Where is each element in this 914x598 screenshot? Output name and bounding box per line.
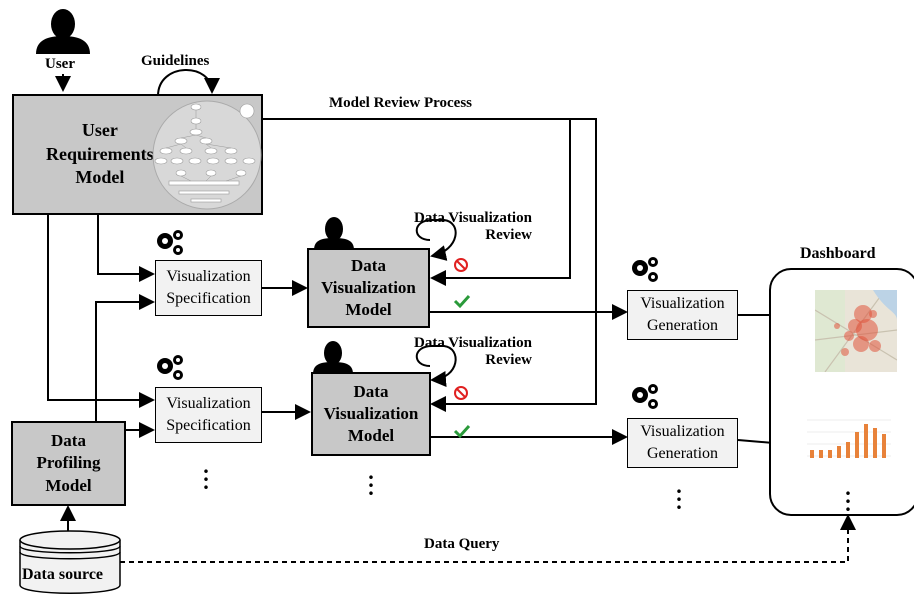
review-loop-2: [415, 345, 457, 387]
guidelines-loop: [157, 69, 220, 97]
gears-icon: [632, 384, 658, 409]
more-dots-specification: ...: [203, 453, 209, 494]
user-label: User: [45, 56, 75, 72]
model-review-label: Model Review Process: [329, 95, 473, 111]
data-source-cylinder: [19, 530, 121, 594]
gears-icon: [157, 230, 183, 255]
visualization-generation-1: Visualization Generation: [627, 290, 738, 340]
bar-chart-thumbnail: [807, 419, 891, 458]
dv-review-label-1: Data Visualization Review: [414, 210, 532, 244]
model-review-line: [262, 118, 571, 286]
user-requirements-model: User Requirements Model: [12, 94, 263, 215]
dpm-to-vs1-arrow: [95, 294, 155, 422]
dashboard-label: Dashboard: [800, 245, 876, 262]
urm-to-vs2-arrow: [47, 214, 155, 408]
dashboard-more-dots: ...: [845, 475, 851, 516]
data-visualization-model-1: Data Visualization Model: [307, 248, 430, 328]
more-dots-generation: ...: [676, 473, 682, 514]
reject-icon: [454, 258, 468, 272]
data-profiling-model: Data Profiling Model: [11, 421, 126, 506]
gears-icon: [157, 355, 183, 380]
check-icon: [453, 424, 471, 439]
dv-review-label-2: Data Visualization Review: [414, 335, 532, 369]
map-thumbnail: [815, 290, 897, 372]
dashboard-panel: ...: [769, 268, 914, 516]
urm-to-vs1-arrow: [97, 214, 155, 282]
data-query-line: [120, 514, 856, 563]
reject-icon: [454, 386, 468, 400]
model-review-line-2: [430, 118, 597, 412]
data-source-label: Data source: [22, 566, 104, 583]
data-query-label: Data Query: [424, 536, 500, 552]
gears-icon: [632, 257, 658, 282]
visualization-generation-2: Visualization Generation: [627, 418, 738, 468]
more-dots-model: ...: [368, 459, 374, 500]
reviewer-silhouette-icon-2: [313, 341, 353, 374]
check-icon: [453, 294, 471, 309]
review-loop-1: [415, 219, 457, 261]
visualization-specification-1: Visualization Specification: [155, 260, 262, 316]
user-silhouette-icon: [36, 9, 90, 54]
guidelines-label: Guidelines: [141, 53, 210, 69]
visualization-specification-2: Visualization Specification: [155, 387, 262, 443]
reviewer-silhouette-icon-1: [314, 217, 354, 250]
requirements-graph-thumbnail: [152, 100, 262, 210]
data-visualization-model-2: Data Visualization Model: [311, 372, 431, 456]
